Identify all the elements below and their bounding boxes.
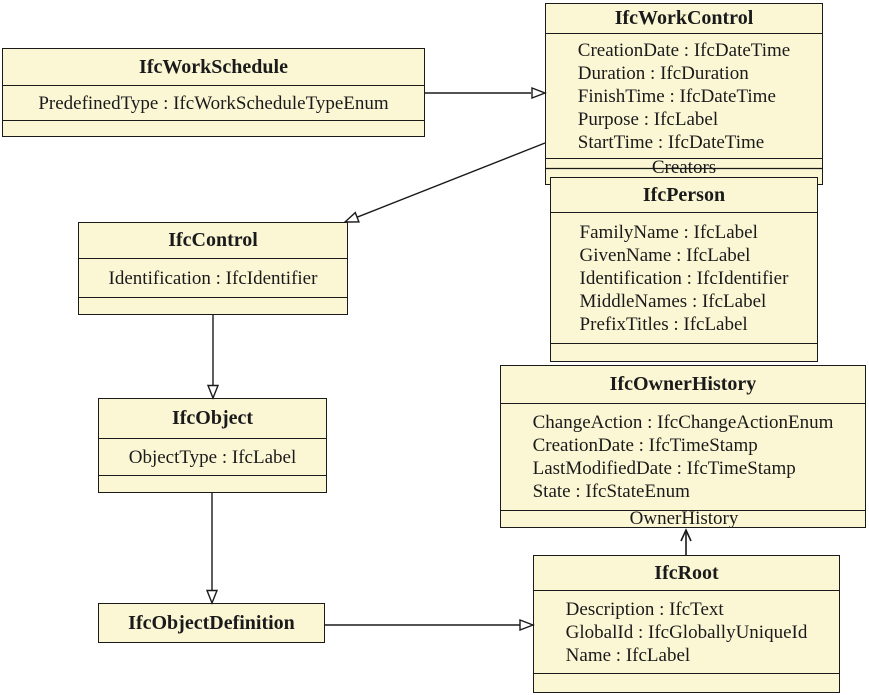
class-attribute: Identification : IfcIdentifier [108, 267, 318, 289]
class-attribute: GlobalId : IfcGloballyUniqueId [565, 621, 808, 643]
class-box-ifcroot: IfcRoot Description : IfcText GlobalId :… [533, 555, 840, 693]
class-attribute: Purpose : IfcLabel [577, 108, 719, 130]
hollow-triangle-arrowhead-icon [205, 589, 219, 605]
class-attributes: ChangeAction : IfcChangeActionEnum Creat… [501, 404, 865, 511]
class-attribute: MiddleNames : IfcLabel [579, 290, 767, 312]
class-title: IfcObjectDefinition [128, 611, 295, 634]
class-box-ifcworkcontrol: IfcWorkControl CreationDate : IfcDateTim… [545, 3, 823, 185]
class-attribute: GivenName : IfcLabel [579, 244, 751, 266]
class-attribute: CreationDate : IfcTimeStamp [532, 435, 758, 456]
generalization-objectdefinition-root [325, 618, 535, 632]
class-attribute: Description : IfcText [565, 598, 724, 620]
class-box-ifcobjectdefinition: IfcObjectDefinition [98, 603, 325, 643]
class-attribute: FamilyName : IfcLabel [579, 221, 758, 243]
hollow-triangle-arrowhead-icon [519, 618, 535, 632]
class-operations-empty [534, 674, 839, 692]
class-attribute: ObjectType : IfcLabel [128, 446, 297, 468]
class-title: IfcObject [99, 399, 326, 439]
generalization-workcontrol-control [343, 142, 546, 223]
class-operations-empty [551, 344, 817, 361]
association-label-creators: Creators [651, 157, 717, 178]
class-box-ifcperson: IfcPerson FamilyName : IfcLabel GivenNam… [550, 177, 818, 362]
open-arrowhead-icon [680, 528, 692, 542]
class-box-ifcobject: IfcObject ObjectType : IfcLabel [98, 398, 327, 493]
class-attributes: ObjectType : IfcLabel [99, 439, 326, 476]
class-attribute: ChangeAction : IfcChangeActionEnum [532, 412, 834, 433]
class-title: IfcControl [79, 223, 347, 259]
class-attribute: PrefixTitles : IfcLabel [579, 313, 748, 335]
association-root-ownerhistory [680, 528, 692, 556]
class-title: IfcRoot [534, 556, 839, 591]
class-attribute: Name : IfcLabel [565, 644, 691, 666]
class-attribute: Identification : IfcIdentifier [579, 267, 789, 289]
class-operations-empty [99, 476, 326, 492]
class-operations-empty [79, 298, 347, 314]
class-operations-empty [3, 121, 424, 136]
class-attribute: State : IfcStateEnum [532, 481, 690, 502]
class-attributes: Description : IfcText GlobalId : IfcGlob… [534, 591, 839, 674]
generalization-control-object [206, 315, 220, 400]
class-box-ifcownerhistory: IfcOwnerHistory ChangeAction : IfcChange… [500, 365, 866, 528]
class-attribute: Duration : IfcDuration [577, 62, 749, 84]
class-attributes: Identification : IfcIdentifier [79, 259, 347, 298]
generalization-object-objectdefinition [205, 493, 219, 605]
class-attributes: PredefinedType : IfcWorkScheduleTypeEnum [3, 86, 424, 121]
class-attribute: StartTime : IfcDateTime [577, 131, 765, 153]
class-title: IfcPerson [551, 178, 817, 213]
class-attribute: CreationDate : IfcDateTime [577, 39, 791, 61]
class-attribute: PredefinedType : IfcWorkScheduleTypeEnum [38, 92, 389, 114]
class-attribute: FinishTime : IfcDateTime [577, 85, 776, 107]
generalization-workschedule-workcontrol [425, 86, 547, 100]
class-attributes: CreationDate : IfcDateTime Duration : If… [546, 34, 822, 159]
class-box-ifccontrol: IfcControl Identification : IfcIdentifie… [78, 222, 348, 315]
hollow-triangle-arrowhead-icon [531, 86, 547, 100]
class-attributes: FamilyName : IfcLabel GivenName : IfcLab… [551, 213, 817, 344]
hollow-triangle-arrowhead-icon [343, 211, 360, 223]
class-attribute: LastModifiedDate : IfcTimeStamp [532, 458, 796, 479]
class-box-ifcworkschedule: IfcWorkSchedule PredefinedType : IfcWork… [2, 48, 425, 137]
class-title: IfcWorkSchedule [3, 49, 424, 86]
association-label-ownerhistory: OwnerHistory [629, 508, 739, 529]
hollow-triangle-arrowhead-icon [206, 384, 220, 400]
class-title: IfcOwnerHistory [501, 366, 865, 404]
class-title: IfcWorkControl [546, 4, 822, 34]
